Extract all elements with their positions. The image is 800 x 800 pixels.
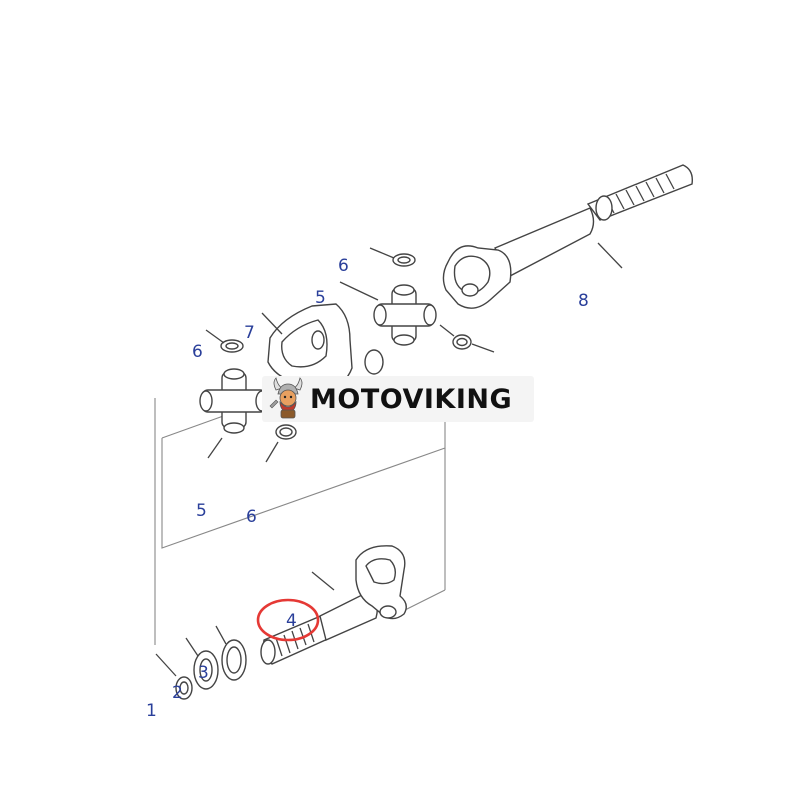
center-double-yoke	[261, 303, 384, 389]
callout-7: 7	[244, 323, 255, 343]
upper-universal-joint-cross	[339, 281, 437, 346]
callout-5-lower: 5	[196, 501, 207, 521]
watermark-banner: MOTOVIKING	[262, 376, 534, 422]
callout-8: 8	[578, 291, 589, 311]
watermark-text: MOTOVIKING	[310, 383, 513, 415]
callout-6-lower: 6	[246, 507, 257, 527]
upper-snap-rings	[369, 247, 495, 353]
lower-snap-rings	[205, 329, 297, 463]
highlight-circle	[256, 598, 320, 642]
assembly-bracket	[154, 398, 446, 645]
viking-mascot-icon	[269, 377, 303, 419]
callout-3: 3	[198, 663, 209, 683]
callout-4: 4	[286, 611, 297, 631]
callout-6-upper: 6	[338, 256, 349, 276]
outer-axle-shaft	[442, 164, 693, 309]
callout-2: 2	[172, 683, 183, 703]
inner-axle-shaft	[260, 545, 407, 665]
lower-universal-joint-cross	[199, 368, 269, 459]
callout-5-upper: 5	[315, 288, 326, 308]
callout-6-left: 6	[192, 342, 203, 362]
seal-and-washers	[155, 625, 247, 700]
callout-1: 1	[146, 701, 157, 721]
